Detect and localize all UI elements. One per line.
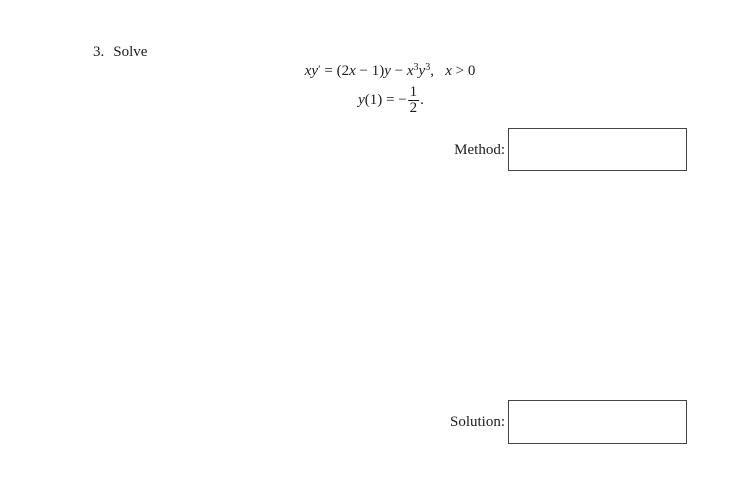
method-label: Method:: [454, 142, 505, 158]
problem-number: 3.: [93, 44, 105, 60]
problem-heading: 3. Solve: [78, 25, 147, 79]
solution-answer-box[interactable]: [508, 400, 687, 444]
equation-differential: xy′ = (2x − 1)y − x3y3, x > 0: [304, 62, 476, 79]
problem-verb: Solve: [113, 44, 148, 60]
solution-label: Solution:: [449, 414, 505, 430]
method-answer-box[interactable]: [508, 128, 687, 171]
